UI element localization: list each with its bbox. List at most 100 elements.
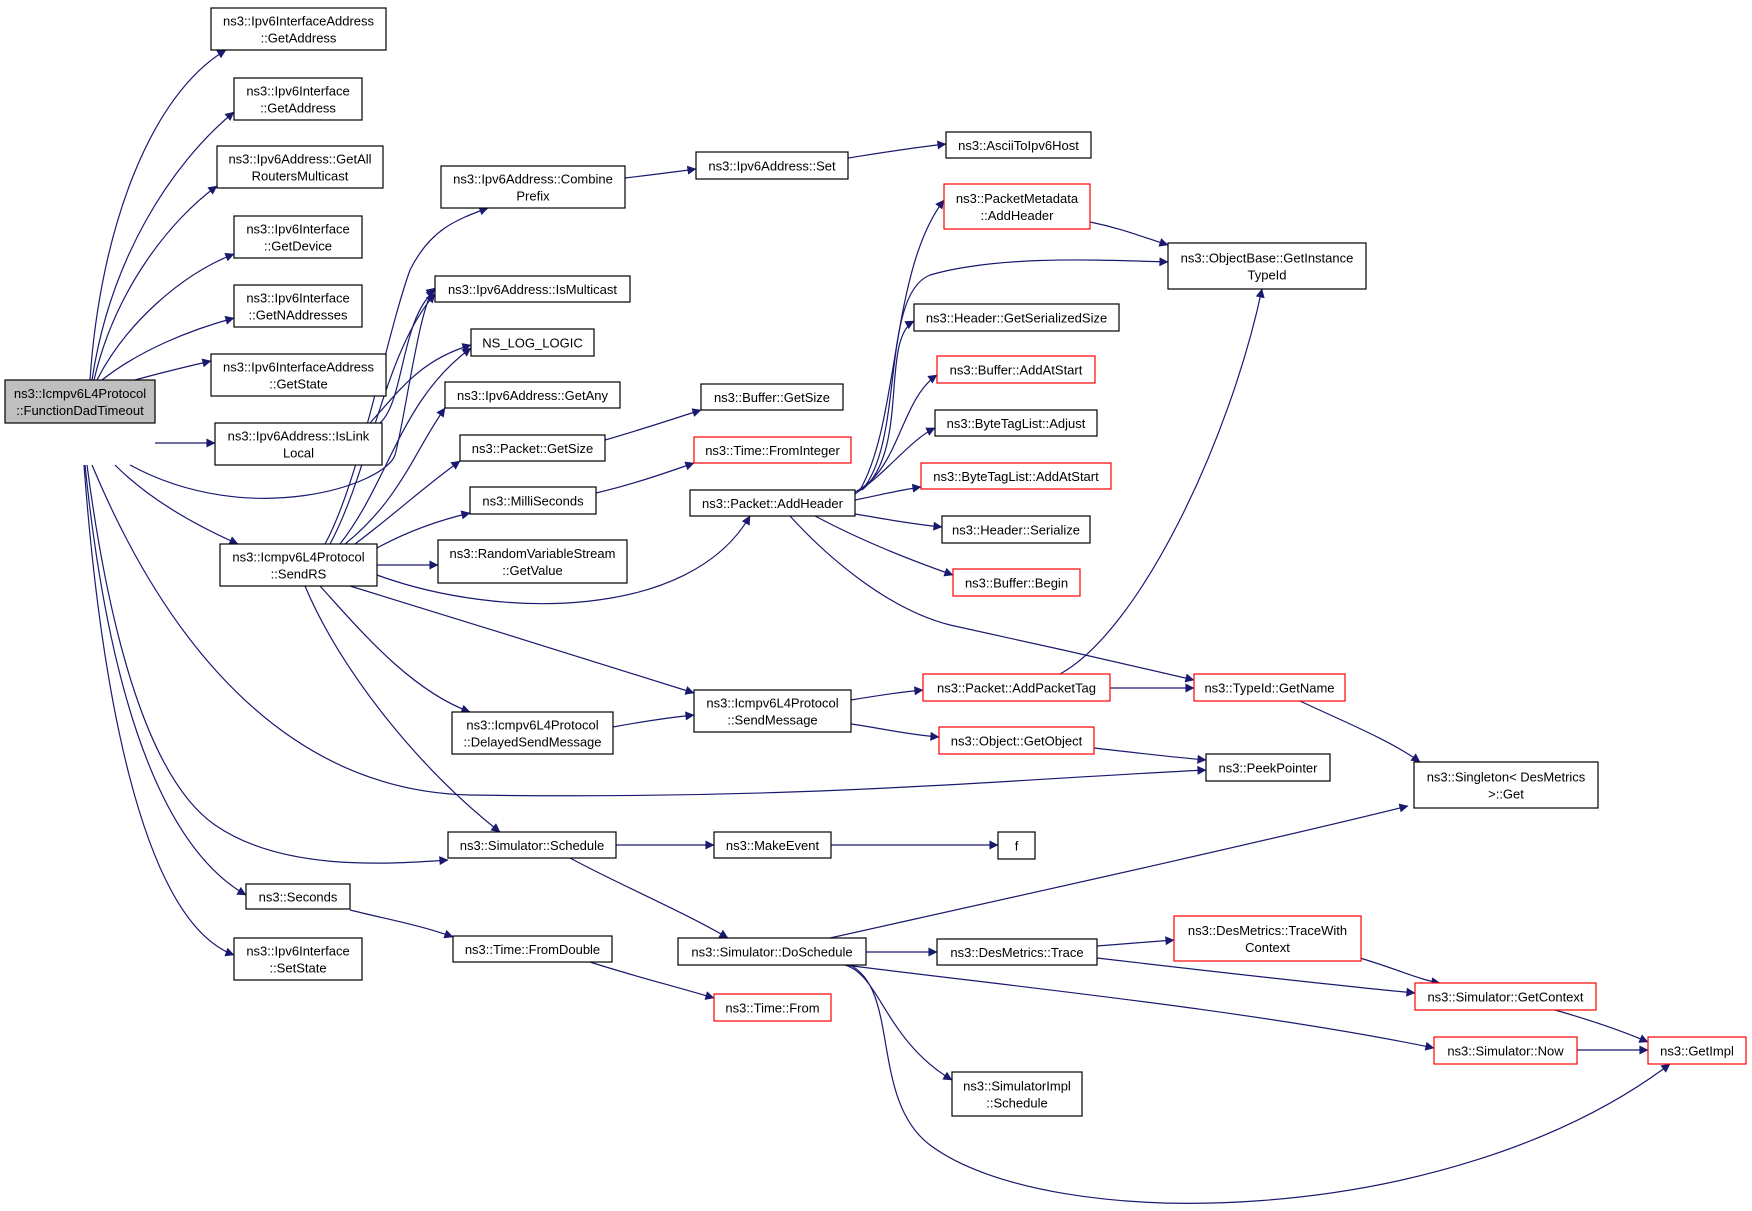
node-schedule[interactable]: ns3::Simulator::Schedule: [447, 831, 617, 859]
node-btl-adjust[interactable]: ns3::ByteTagList::Adjust: [934, 409, 1098, 437]
node-box[interactable]: [469, 486, 597, 515]
node-box[interactable]: [440, 165, 626, 209]
node-box[interactable]: [713, 993, 832, 1022]
node-getcontext[interactable]: ns3::Simulator::GetContext: [1414, 982, 1597, 1011]
node-box[interactable]: [470, 328, 595, 357]
node-getany[interactable]: ns3::Ipv6Address::GetAny: [444, 381, 621, 409]
node-getobject[interactable]: ns3::Object::GetObject: [938, 726, 1095, 755]
node-ascii[interactable]: ns3::AsciiToIpv6Host: [945, 131, 1092, 159]
node-hdr-serialize[interactable]: ns3::Header::Serialize: [941, 515, 1091, 544]
node-box[interactable]: [210, 353, 387, 397]
node-box[interactable]: [1173, 915, 1362, 962]
node-box[interactable]: [936, 355, 1096, 384]
node-getstate[interactable]: ns3::Ipv6InterfaceAddress::GetState: [210, 353, 387, 397]
node-box[interactable]: [216, 145, 384, 189]
node-pm-addheader[interactable]: ns3::PacketMetadata::AddHeader: [943, 183, 1091, 230]
node-box[interactable]: [936, 938, 1098, 966]
node-box[interactable]: [434, 275, 631, 303]
node-box[interactable]: [920, 462, 1112, 490]
node-pkt-getsize[interactable]: ns3::Packet::GetSize: [459, 434, 606, 462]
node-singleton[interactable]: ns3::Singleton< DesMetrics>::Get: [1413, 761, 1599, 809]
node-simimpl-sched[interactable]: ns3::SimulatorImpl::Schedule: [951, 1071, 1083, 1117]
node-doschedule[interactable]: ns3::Simulator::DoSchedule: [677, 937, 867, 966]
node-box[interactable]: [677, 937, 867, 966]
node-box[interactable]: [233, 77, 363, 121]
node-f[interactable]: f: [997, 831, 1036, 860]
node-getdevice[interactable]: ns3::Ipv6Interface::GetDevice: [233, 215, 363, 259]
node-sendrs[interactable]: ns3::Icmpv6L4Protocol::SendRS: [219, 543, 378, 587]
node-getnaddr[interactable]: ns3::Ipv6Interface::GetNAddresses: [233, 284, 363, 328]
node-box[interactable]: [1414, 982, 1597, 1011]
node-box[interactable]: [451, 711, 614, 755]
node-getimpl[interactable]: ns3::GetImpl: [1647, 1036, 1747, 1065]
node-btl-addatstart[interactable]: ns3::ByteTagList::AddAtStart: [920, 462, 1112, 490]
node-ifaddr-getaddr[interactable]: ns3::Ipv6InterfaceAddress::GetAddress: [210, 7, 387, 51]
node-ismulticast[interactable]: ns3::Ipv6Address::IsMulticast: [434, 275, 631, 303]
node-box[interactable]: [459, 434, 606, 462]
node-nslog[interactable]: NS_LOG_LOGIC: [470, 328, 595, 357]
node-iface-getaddr[interactable]: ns3::Ipv6Interface::GetAddress: [233, 77, 363, 121]
node-box[interactable]: [233, 215, 363, 259]
node-milli[interactable]: ns3::MilliSeconds: [469, 486, 597, 515]
node-box[interactable]: [951, 1071, 1083, 1117]
node-box[interactable]: [4, 379, 156, 424]
node-sendmessage[interactable]: ns3::Icmpv6L4Protocol::SendMessage: [693, 689, 852, 733]
node-box[interactable]: [693, 436, 852, 464]
node-box[interactable]: [913, 303, 1120, 332]
node-rvs[interactable]: ns3::RandomVariableStream::GetValue: [437, 539, 628, 584]
node-timefrom[interactable]: ns3::Time::From: [713, 993, 832, 1022]
node-box[interactable]: [452, 935, 613, 963]
node-box[interactable]: [945, 131, 1092, 159]
node-box[interactable]: [997, 831, 1036, 860]
node-box[interactable]: [938, 726, 1095, 755]
node-box[interactable]: [245, 883, 351, 910]
node-box[interactable]: [952, 568, 1081, 597]
node-typeid-getname[interactable]: ns3::TypeId::GetName: [1193, 673, 1346, 702]
node-box[interactable]: [214, 422, 383, 466]
node-delayed[interactable]: ns3::Icmpv6L4Protocol::DelayedSendMessag…: [451, 711, 614, 755]
node-box[interactable]: [700, 383, 844, 411]
node-box[interactable]: [437, 539, 628, 584]
node-box[interactable]: [695, 151, 849, 180]
node-box[interactable]: [1433, 1036, 1578, 1065]
node-box[interactable]: [934, 409, 1098, 437]
node-addheader[interactable]: ns3::Packet::AddHeader: [689, 489, 856, 517]
node-box[interactable]: [233, 937, 363, 981]
node-box[interactable]: [444, 381, 621, 409]
node-root[interactable]: ns3::Icmpv6L4Protocol::FunctionDadTimeou…: [4, 379, 156, 424]
node-box[interactable]: [922, 673, 1111, 702]
node-now[interactable]: ns3::Simulator::Now: [1433, 1036, 1578, 1065]
node-box[interactable]: [941, 515, 1091, 544]
node-buf-begin[interactable]: ns3::Buffer::Begin: [952, 568, 1081, 597]
node-fromdouble[interactable]: ns3::Time::FromDouble: [452, 935, 613, 963]
node-peekpointer[interactable]: ns3::PeekPointer: [1205, 753, 1331, 782]
node-box[interactable]: [210, 7, 387, 51]
node-box[interactable]: [1647, 1036, 1747, 1065]
node-box[interactable]: [1167, 242, 1367, 290]
node-seconds[interactable]: ns3::Seconds: [245, 883, 351, 910]
node-box[interactable]: [219, 543, 378, 587]
node-setstate[interactable]: ns3::Ipv6Interface::SetState: [233, 937, 363, 981]
node-buf-getsize[interactable]: ns3::Buffer::GetSize: [700, 383, 844, 411]
node-box[interactable]: [1205, 753, 1331, 782]
node-makeevent[interactable]: ns3::MakeEvent: [713, 831, 832, 859]
node-dm-trace[interactable]: ns3::DesMetrics::Trace: [936, 938, 1098, 966]
node-buf-addatstart[interactable]: ns3::Buffer::AddAtStart: [936, 355, 1096, 384]
node-addpackettag[interactable]: ns3::Packet::AddPacketTag: [922, 673, 1111, 702]
node-box[interactable]: [447, 831, 617, 859]
node-box[interactable]: [713, 831, 832, 859]
node-box[interactable]: [1413, 761, 1599, 809]
node-box[interactable]: [943, 183, 1091, 230]
node-frominteger[interactable]: ns3::Time::FromInteger: [693, 436, 852, 464]
node-set[interactable]: ns3::Ipv6Address::Set: [695, 151, 849, 180]
node-hdr-getsersize[interactable]: ns3::Header::GetSerializedSize: [913, 303, 1120, 332]
node-box[interactable]: [689, 489, 856, 517]
node-box[interactable]: [1193, 673, 1346, 702]
node-box[interactable]: [693, 689, 852, 733]
node-box[interactable]: [233, 284, 363, 328]
